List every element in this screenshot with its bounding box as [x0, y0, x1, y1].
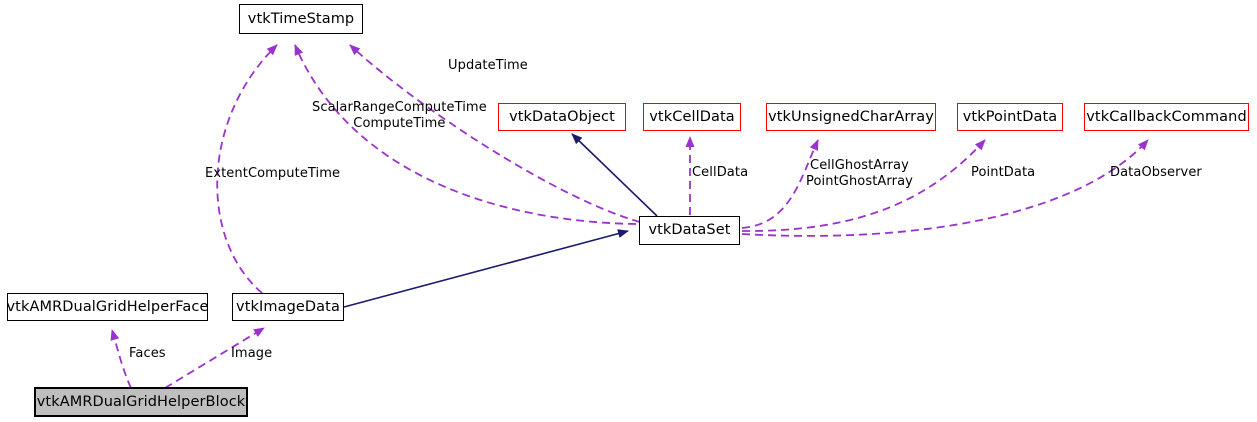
- edge-label-celldata: CellData: [692, 166, 748, 180]
- edge-label-line: CellData: [692, 165, 749, 180]
- edge-association-extentcomputetime: [216, 44, 278, 294]
- node-label: vtkDataObject: [509, 108, 615, 125]
- edge-association-scalarrangecomputetime: [294, 44, 637, 225]
- edge-label-pointdata: PointData: [971, 166, 1035, 180]
- node-label: vtkAMRDualGridHelperBlock: [36, 393, 246, 410]
- node-vtkdataset[interactable]: vtkDataSet: [639, 216, 740, 245]
- edge-association-faces: [110, 329, 132, 389]
- edge-label-cellghostarray-pointghostarray: CellGhostArray PointGhostArray: [806, 158, 913, 190]
- edge-label-line: PointGhostArray: [806, 174, 913, 189]
- edge-label-line: Faces: [129, 346, 166, 361]
- edge-inheritance-vtkimagedata-to-vtkdataset: [343, 229, 629, 308]
- edge-association-image: [164, 327, 265, 389]
- edge-label-scalarrangecomputetime: ScalarRangeComputeTime ComputeTime: [312, 100, 487, 132]
- node-label: vtkImageData: [236, 298, 340, 315]
- edge-association-cellghostarray-pointghostarray: [741, 139, 819, 229]
- edge-label-line: PointData: [971, 165, 1036, 180]
- node-vtkamrdualgridhelperface[interactable]: vtkAMRDualGridHelperFace: [7, 293, 208, 321]
- edge-label-line: Image: [231, 346, 273, 361]
- node-vtktimestamp[interactable]: vtkTimeStamp: [239, 4, 363, 34]
- edge-inheritance-vtkdataset-to-vtkdataobject: [571, 133, 658, 217]
- edge-label-dataobserver: DataObserver: [1110, 166, 1202, 180]
- node-label: vtkAMRDualGridHelperFace: [6, 298, 209, 315]
- node-label: vtkUnsignedCharArray: [768, 108, 934, 125]
- edge-label-updatetime: UpdateTime: [448, 59, 528, 73]
- node-vtkunsignedchararray[interactable]: vtkUnsignedCharArray: [766, 103, 936, 131]
- edge-association-pointdata: [741, 139, 986, 232]
- edge-association-dataobserver: [741, 139, 1149, 237]
- edge-label-faces: Faces: [129, 347, 166, 361]
- edge-label-image: Image: [231, 347, 272, 361]
- node-label: vtkCallbackCommand: [1086, 108, 1247, 125]
- edge-label-line: DataObserver: [1110, 165, 1202, 180]
- node-vtkcallbackcommand[interactable]: vtkCallbackCommand: [1084, 103, 1249, 131]
- node-label: vtkCellData: [649, 108, 735, 125]
- edge-label-line: CellGhostArray: [810, 158, 909, 173]
- node-vtkcelldata[interactable]: vtkCellData: [643, 103, 741, 131]
- node-label: vtkTimeStamp: [247, 10, 355, 27]
- node-vtkimagedata[interactable]: vtkImageData: [232, 293, 344, 321]
- node-label: vtkDataSet: [648, 222, 731, 239]
- edge-label-extentcomputetime: ExtentComputeTime: [205, 167, 340, 181]
- node-vtkpointdata[interactable]: vtkPointData: [957, 103, 1063, 131]
- edge-label-line: UpdateTime: [448, 58, 528, 73]
- node-vtkamrdualgridhelperblock[interactable]: vtkAMRDualGridHelperBlock: [35, 388, 247, 416]
- edge-label-line: ExtentComputeTime: [205, 166, 341, 181]
- edge-label-line: ScalarRangeComputeTime: [312, 100, 487, 115]
- edge-association-updatetime: [349, 44, 641, 223]
- edge-label-line: ComputeTime: [353, 116, 446, 131]
- node-vtkdataobject[interactable]: vtkDataObject: [498, 103, 626, 131]
- node-label: vtkPointData: [962, 108, 1058, 125]
